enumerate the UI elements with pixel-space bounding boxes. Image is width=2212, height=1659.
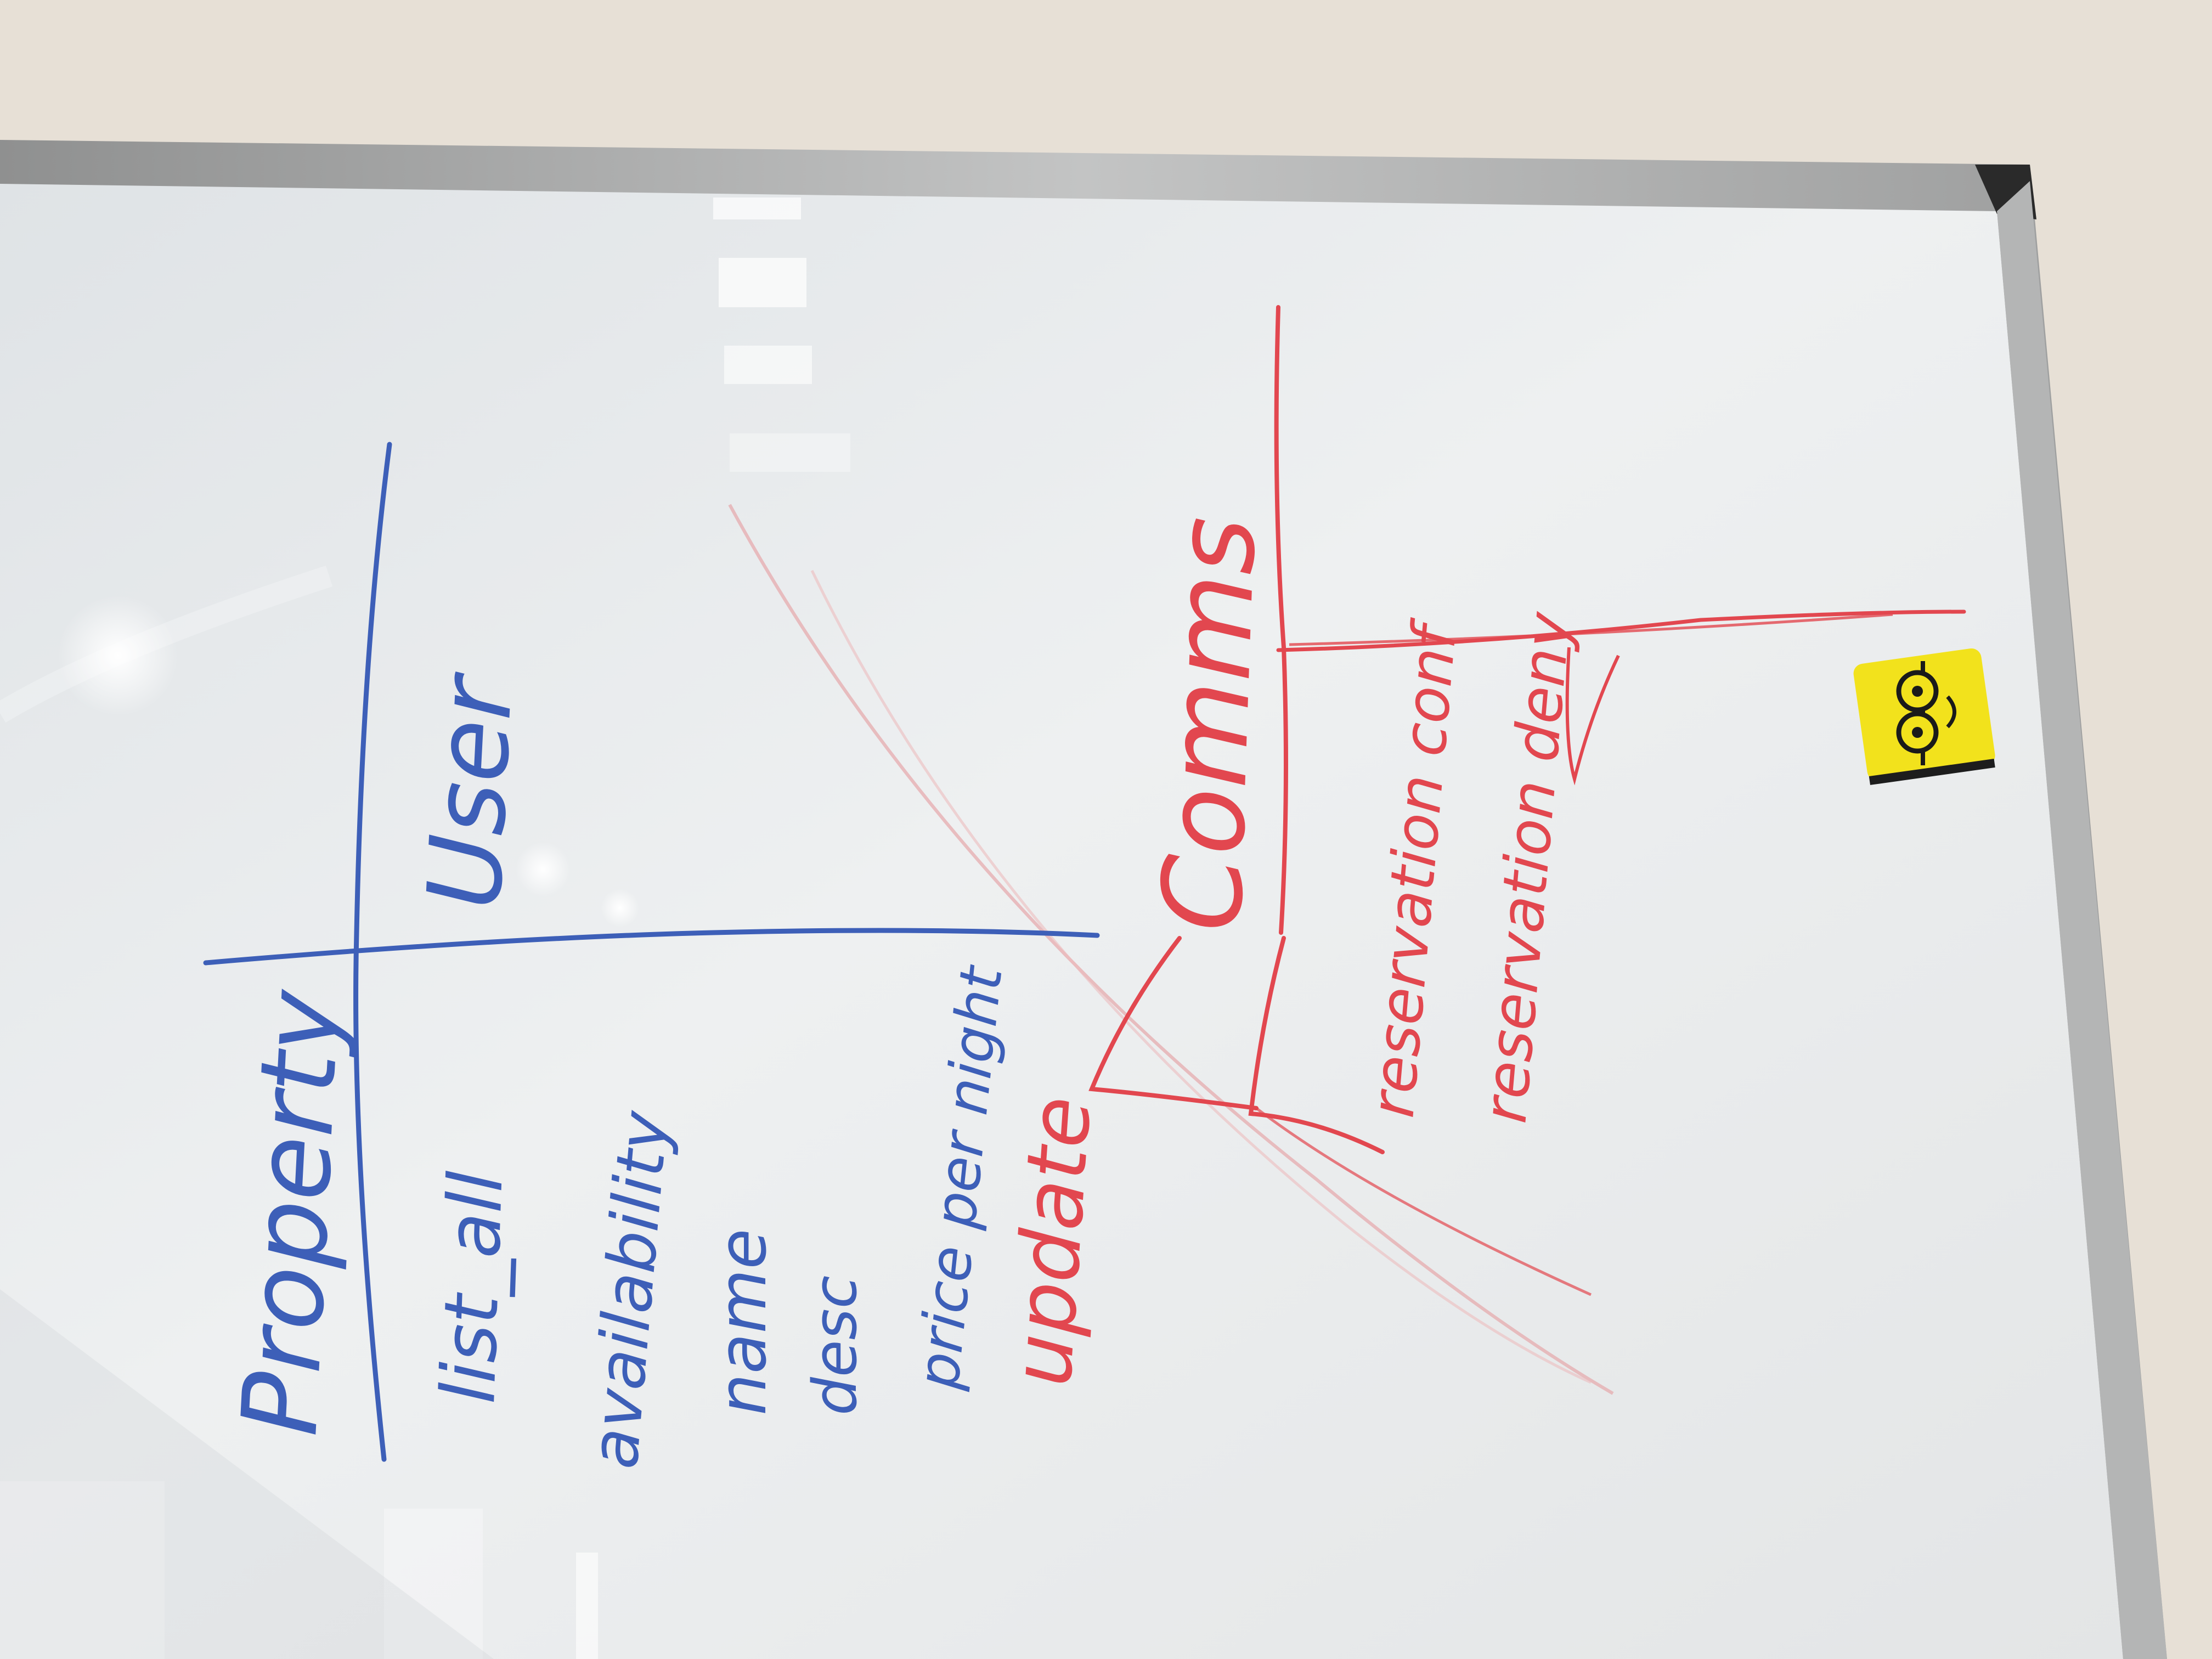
- item-name: name: [705, 1229, 781, 1415]
- annotation-update: update: [994, 1093, 1109, 1389]
- whiteboard-surface: [0, 184, 2123, 1659]
- item-list-all: list_all: [425, 1170, 520, 1405]
- blue-horizontal-divider: [203, 928, 1100, 966]
- heading-user: User: [405, 669, 535, 912]
- blue-vertical-divider: [353, 442, 392, 1462]
- magnet-glasses-face-icon: [1853, 648, 1995, 785]
- item-desc: desc: [800, 1276, 870, 1415]
- heading-comms: Comms: [1138, 515, 1280, 934]
- ceiling-light-reflection: [58, 595, 178, 716]
- red-vertical-divider: [1274, 305, 1288, 935]
- red-horizontal-divider: [1276, 610, 1966, 652]
- heading-property: Property: [219, 986, 363, 1438]
- red-chevron: [1565, 647, 1620, 786]
- red-arrow-stroke: [1088, 936, 1259, 1110]
